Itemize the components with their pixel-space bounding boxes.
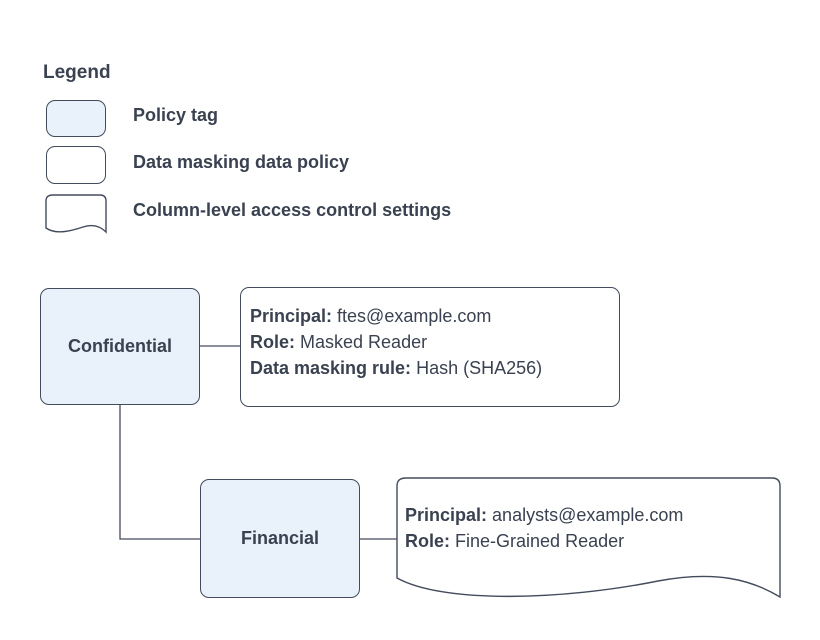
policy-tag-swatch	[46, 100, 106, 137]
financial-policy-tag-node: Financial	[200, 479, 360, 598]
masking-policy-node: Principal: ftes@example.com Role: Masked…	[240, 287, 620, 407]
access-settings-line-role: Role: Fine-Grained Reader	[405, 528, 683, 554]
masking-policy-role-value: Masked Reader	[300, 332, 428, 352]
masking-policy-line-rule: Data masking rule: Hash (SHA256)	[250, 355, 611, 381]
connector-confidential-to-financial	[119, 405, 200, 540]
legend-title: Legend	[43, 62, 111, 83]
masking-policy-principal-key: Principal:	[250, 306, 333, 326]
masking-policy-line-principal: Principal: ftes@example.com	[250, 303, 611, 329]
legend-item-policy-tag: Policy tag	[133, 105, 219, 125]
masking-policy-rule-value: Hash (SHA256)	[416, 358, 543, 378]
access-settings-node: Principal: analysts@example.com Role: Fi…	[405, 502, 683, 554]
masking-policy-line-role: Role: Masked Reader	[250, 329, 611, 355]
legend-item-column-access-settings: Column-level access control settings	[133, 200, 452, 220]
access-settings-role-key: Role:	[405, 531, 450, 551]
access-settings-principal-value: analysts@example.com	[492, 505, 684, 525]
masking-policy-role-key: Role:	[250, 332, 295, 352]
confidential-label: Confidential	[68, 336, 172, 356]
access-settings-document-shape	[396, 477, 781, 599]
financial-label: Financial	[240, 528, 320, 548]
data-policy-swatch	[46, 146, 106, 184]
masking-policy-rule-key: Data masking rule:	[250, 358, 412, 378]
legend-item-data-masking-policy: Data masking data policy	[133, 152, 350, 172]
access-settings-principal-key: Principal:	[405, 505, 488, 525]
confidential-policy-tag-node: Confidential	[40, 288, 200, 405]
document-swatch	[45, 194, 107, 234]
access-settings-role-value: Fine-Grained Reader	[455, 531, 625, 551]
masking-policy-principal-value: ftes@example.com	[337, 306, 492, 326]
access-settings-line-principal: Principal: analysts@example.com	[405, 502, 683, 528]
